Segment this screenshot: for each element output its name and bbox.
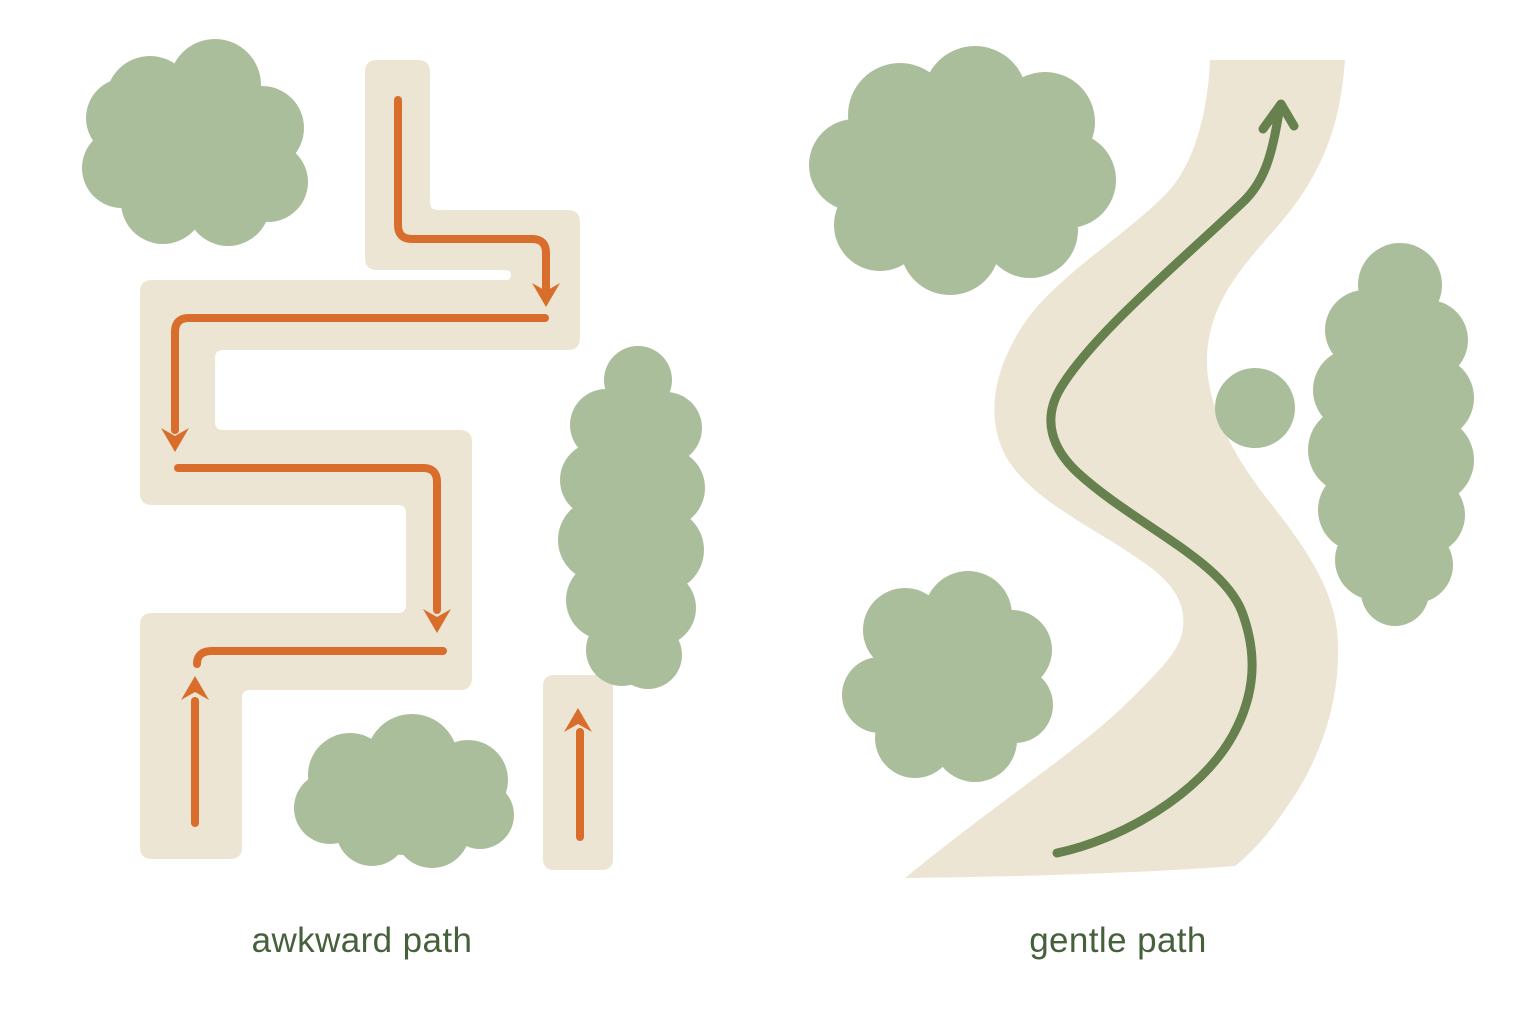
- round-bush-icon: [1215, 368, 1295, 448]
- awkward-path-panel: [82, 39, 705, 870]
- gentle-path-panel: [809, 46, 1474, 878]
- gentle-arrow: [1046, 99, 1299, 858]
- down-arrowhead-icon: [161, 428, 189, 452]
- up-arrowhead-icon: [181, 676, 209, 700]
- gentle-walkway-shape: [905, 60, 1345, 878]
- up-arrowhead-icon: [1258, 99, 1299, 134]
- down-arrow-icon: [394, 96, 550, 292]
- awkward-walkway-shape: [140, 60, 580, 859]
- awkward-path-label: awkward path: [251, 921, 473, 960]
- cloud-tree-icon: [809, 46, 1116, 295]
- cloud-tree-icon: [842, 571, 1053, 782]
- up-arrow-icon: [1046, 107, 1284, 858]
- awkward-arrows: [171, 96, 584, 841]
- tall-blob-tree-icon: [558, 346, 705, 689]
- turn-hook-icon: [193, 647, 447, 668]
- cloud-tree-icon: [294, 714, 514, 868]
- awkward-arrowheads: [161, 283, 592, 732]
- gentle-path-label: gentle path: [1029, 921, 1207, 960]
- down-arrowhead-icon: [423, 609, 451, 633]
- tall-blob-tree-icon: [1308, 243, 1474, 626]
- up-arrowhead-icon: [564, 708, 592, 732]
- down-arrow-icon: [174, 464, 441, 614]
- cloud-tree-icon: [82, 39, 308, 246]
- down-arrowhead-icon: [532, 283, 560, 307]
- down-arrow-icon: [171, 314, 549, 434]
